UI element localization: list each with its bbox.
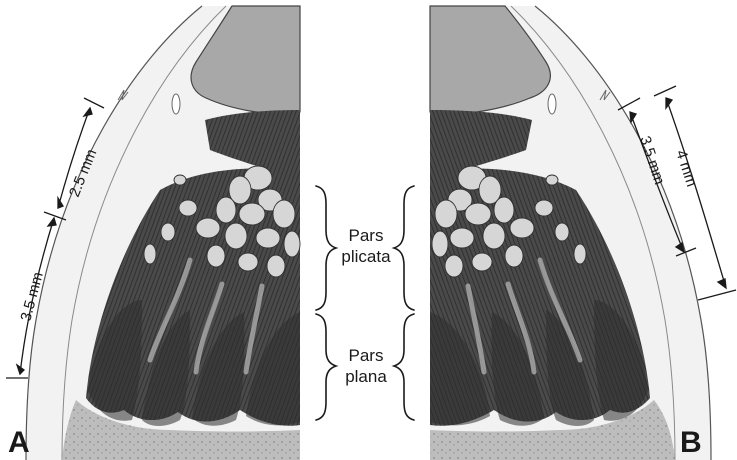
tick-a-top xyxy=(84,98,104,108)
arrowhead-a-lower-top xyxy=(48,218,56,226)
pars-plana-line1: Pars xyxy=(349,346,384,365)
brace-plicata-left xyxy=(316,186,336,310)
brace-plana-right xyxy=(394,314,414,420)
panel-b xyxy=(430,6,711,460)
tick-b-bottom xyxy=(698,290,736,300)
panel-a xyxy=(26,6,300,460)
panel-label-b: B xyxy=(680,426,702,459)
brace-plicata-right xyxy=(394,186,414,310)
arrowhead-a-upper-top xyxy=(84,108,92,116)
pars-plicata-line1: Pars xyxy=(349,226,384,245)
brace-plana-left xyxy=(316,314,336,420)
pars-plicata-line2: plicata xyxy=(341,247,391,266)
arrowhead-b-outer-bottom xyxy=(718,279,726,288)
pars-plana-line2: plana xyxy=(345,367,387,386)
tick-b-top-a xyxy=(618,98,640,110)
tick-b-top-b xyxy=(654,86,676,96)
panel-label-a: A xyxy=(8,426,30,459)
measure-b-outer-label: 4 mm xyxy=(672,148,700,189)
